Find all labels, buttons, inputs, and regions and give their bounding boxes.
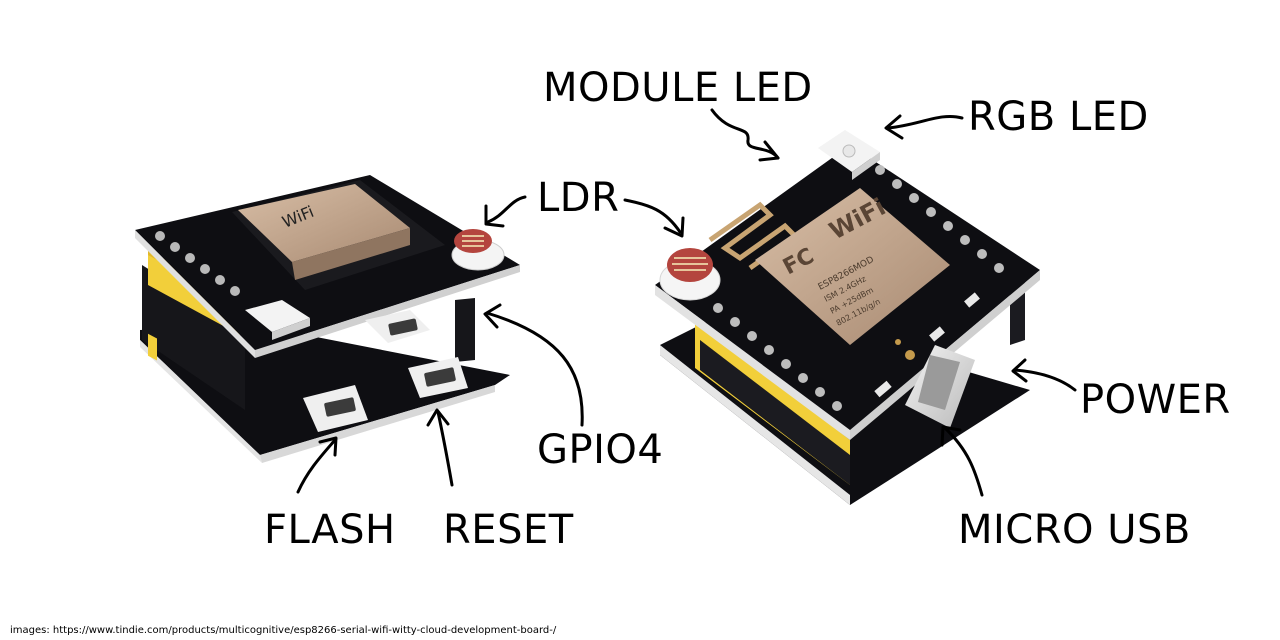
rgb-led: [245, 300, 310, 332]
reset-label: RESET: [443, 507, 574, 553]
image-source-caption: images: https://www.tindie.com/products/…: [10, 625, 557, 636]
rgb-led-arrow: [886, 114, 964, 130]
left-board: WiFi: [135, 175, 520, 463]
flash-label: FLASH: [264, 507, 396, 553]
micro-usb-label: MICRO USB: [958, 507, 1191, 553]
gpio4-button: [365, 310, 430, 343]
ldr-label: LDR: [537, 175, 620, 221]
esp-shield-can: [238, 184, 410, 262]
esp-shield-can-right: [755, 188, 950, 345]
gpio4-label: GPIO4: [537, 427, 664, 473]
module-led-label: MODULE LED: [543, 65, 813, 111]
power-arrow: [1013, 368, 1077, 392]
right-board: WiFi FC ESP8266MOD ISM 2.4GHz PA +25dBm …: [655, 130, 1040, 505]
micro-usb-arrow: [943, 426, 984, 497]
pin-headers-yellow: [148, 333, 157, 361]
ldr-right-arrow: [623, 198, 682, 234]
flash-arrow: [296, 438, 337, 494]
ldr-left-arrow: [486, 195, 527, 224]
flash-button: [303, 385, 368, 432]
gpio4-arrow: [485, 311, 584, 427]
power-label: POWER: [1080, 377, 1231, 423]
reset-arrow: [436, 410, 454, 487]
module-led-arrow: [710, 108, 780, 160]
rgb-led-label: RGB LED: [968, 94, 1149, 140]
reset-button: [408, 357, 468, 398]
